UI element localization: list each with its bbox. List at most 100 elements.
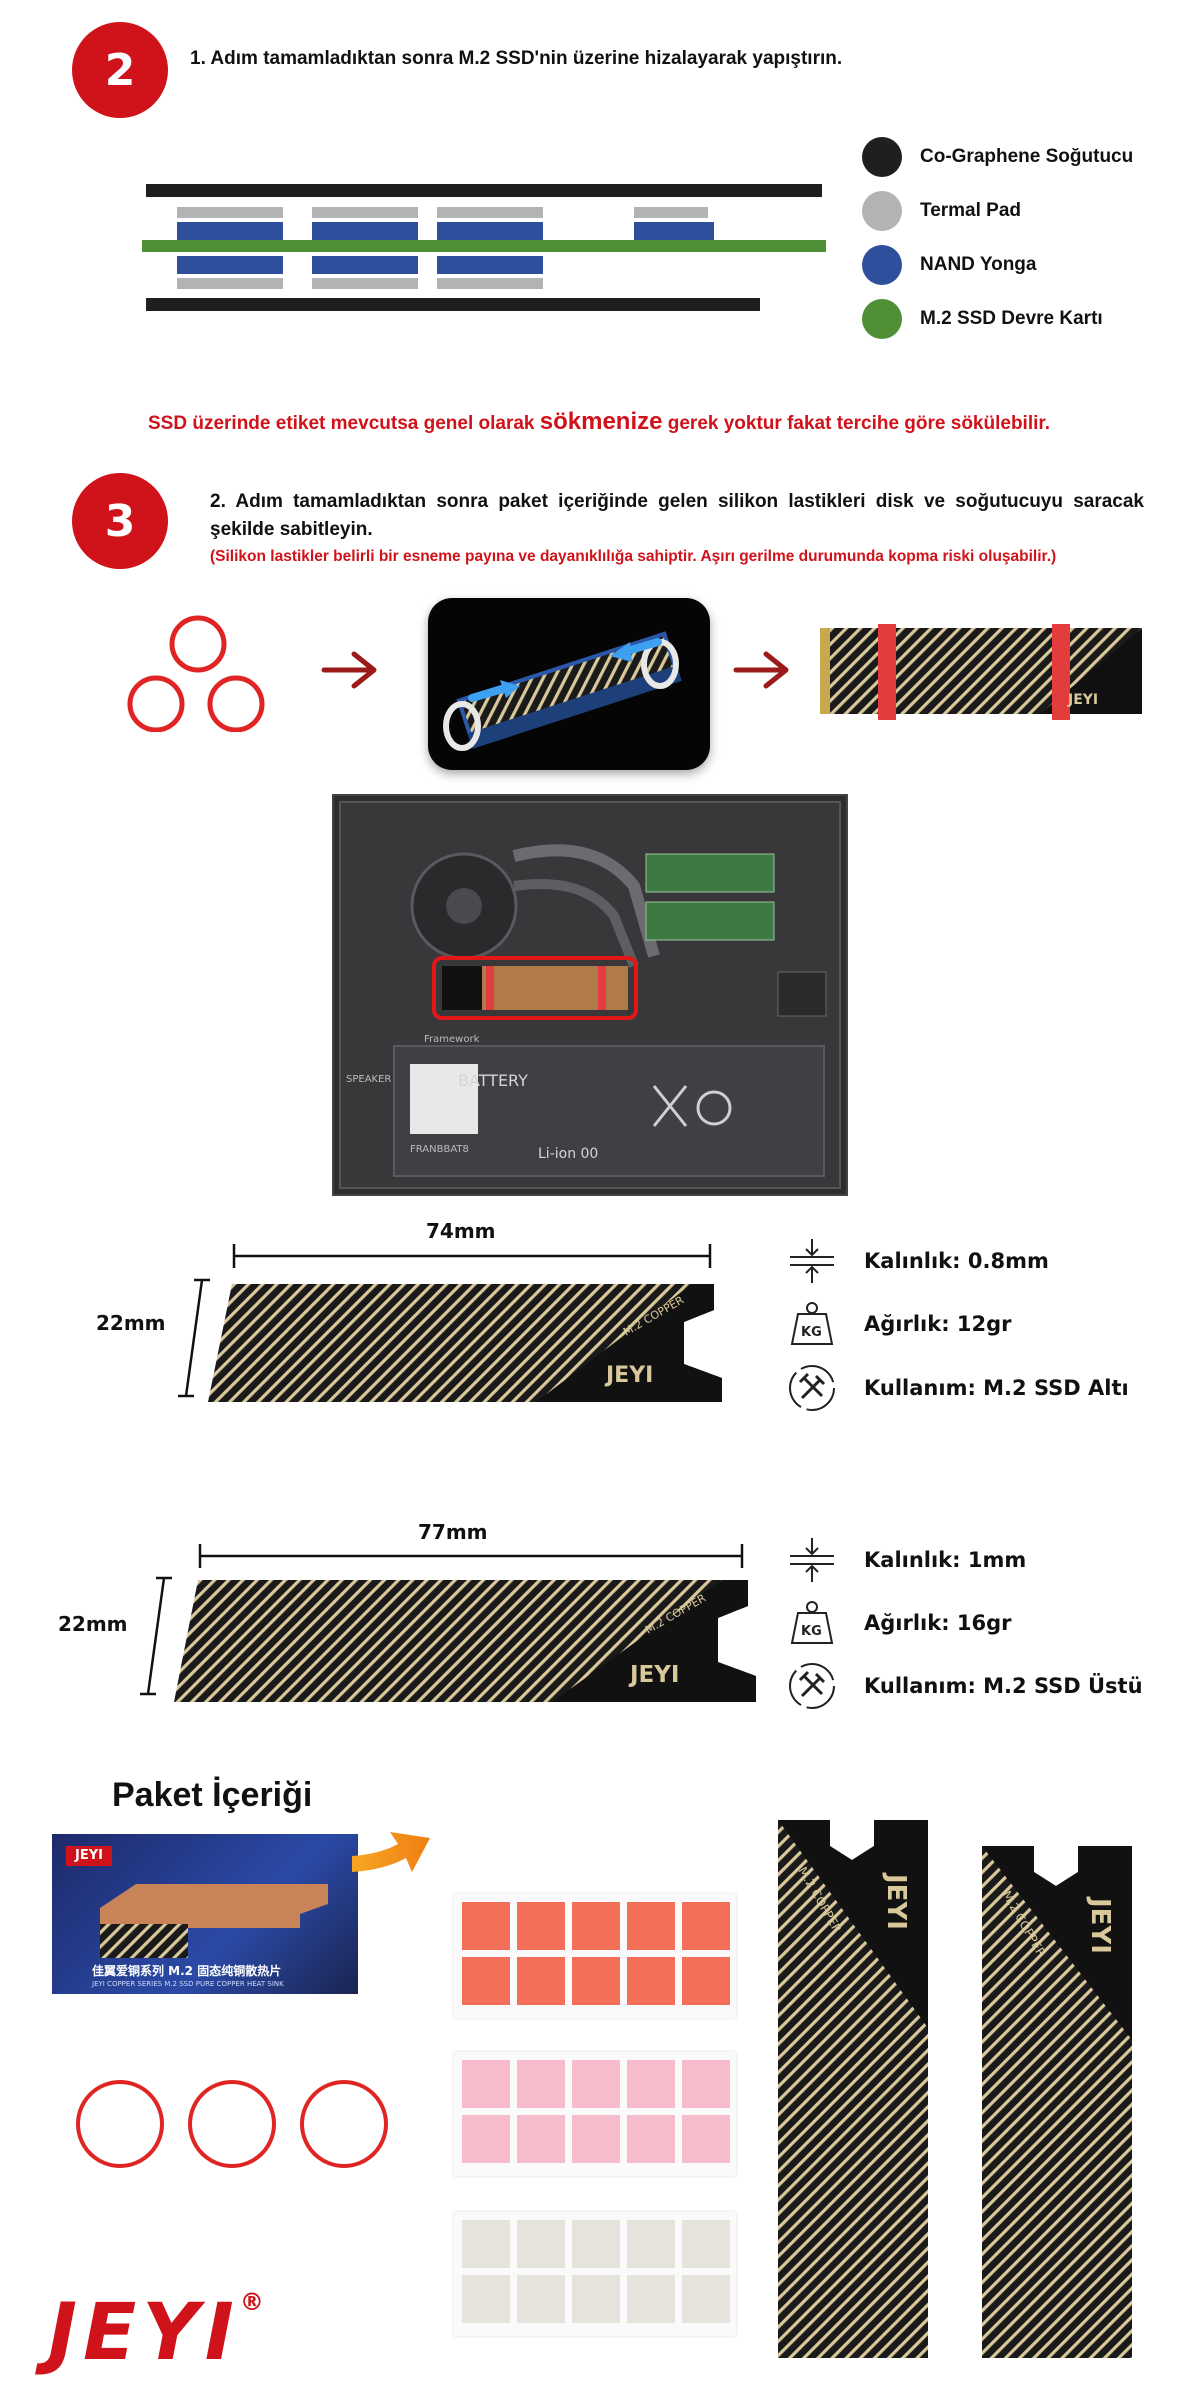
legend-label: NAND Yonga (920, 254, 1037, 275)
arrow-curved-icon (352, 1832, 430, 1872)
tools-icon (789, 1365, 835, 1411)
weight-unit: KG (801, 1624, 822, 1639)
laptop-speaker: SPEAKER (346, 1074, 391, 1085)
logo-text: JEYI (48, 2288, 240, 2378)
wrapped-ssd-image: JEYI (820, 624, 1146, 720)
spec-text: Ağırlık: 16gr (864, 1611, 1012, 1635)
heatsink-top-layer (146, 184, 822, 197)
thermal-pad (437, 278, 543, 289)
wrapped-ssd-brand: JEYI (1067, 692, 1098, 708)
nand-chip (177, 256, 283, 274)
box-brand: JEYI (66, 1846, 112, 1866)
weight-icon: KG (790, 1601, 834, 1644)
arrow-right-icon (733, 651, 789, 689)
dimension-width-small (232, 1244, 712, 1268)
nand-chip (437, 256, 543, 274)
thermal-pad-sheet-pink (454, 2052, 736, 2176)
box-line-1: 佳翼爱铜系列 M.2 固态纯铜散热片 (92, 1964, 282, 1978)
warning-text: SSD üzerinde etiket mevcutsa genel olara… (148, 413, 540, 434)
nand-chip (312, 222, 418, 240)
thermal-pad (177, 278, 283, 289)
thermal-pad (634, 207, 708, 218)
heatsink-large-brand: JEYI (628, 1662, 679, 1688)
ssd-circuit-board (142, 240, 826, 252)
legend-label: Co-Graphene Soğutucu (920, 146, 1134, 167)
spec-weight-small: KG Ağırlık: 12gr (786, 1298, 1012, 1350)
pad-grid (462, 1902, 730, 2005)
nand-chip (634, 222, 714, 240)
legend-item-co-graphene: Co-Graphene Soğutucu (862, 137, 1133, 177)
thermal-pad-sheet-orange (454, 1894, 736, 2018)
package-silicone-bands (76, 2080, 388, 2168)
tools-icon (789, 1663, 835, 1709)
width-label-large: 77mm (418, 1520, 488, 1544)
spec-thickness-small: Kalınlık: 0.8mm (786, 1235, 1049, 1287)
step-3-badge: 3 (72, 473, 168, 569)
warning-text: gerek yoktur fakat tercihe göre sökülebi… (662, 413, 1051, 434)
spec-thickness-large: Kalınlık: 1mm (786, 1534, 1026, 1586)
nand-chip (312, 256, 418, 274)
height-label-large: 22mm (58, 1612, 128, 1636)
thickness-icon (790, 1538, 834, 1582)
weight-unit: KG (801, 1325, 822, 1340)
step-3-instruction: 2. Adım tamamladıktan sonra paket içeriğ… (210, 491, 1144, 540)
step-3-note: (Silikon lastikler belirli bir esneme pa… (210, 548, 1057, 565)
heatsink-vertical-small: JEYI M.2 COPPER (982, 1846, 1132, 2358)
legend-item-thermal-pad: Termal Pad (862, 191, 1021, 231)
step-2-instruction: 1. Adım tamamladıktan sonra M.2 SSD'nin … (190, 48, 843, 69)
vertical-large-brand: JEYI (881, 1872, 911, 1930)
spec-text: Kalınlık: 0.8mm (864, 1249, 1049, 1273)
thermal-pad (312, 278, 418, 289)
arrow-right-icon (321, 651, 377, 689)
box-line-2: JEYI COPPER SERIES M.2 SSD PURE COPPER H… (92, 1980, 284, 1988)
warning-emphasis: sökmenize (539, 408, 663, 435)
spec-text: Ağırlık: 12gr (864, 1312, 1012, 1336)
legend-swatch (862, 137, 902, 177)
laptop-model: FRANBBAT8 (410, 1144, 469, 1155)
step-2-badge: 2 (72, 22, 168, 118)
dimension-height-large (140, 1576, 172, 1696)
thickness-icon (790, 1239, 834, 1283)
legend-item-nand: NAND Yonga (862, 245, 1036, 285)
thermal-pad (437, 207, 543, 218)
legend-swatch (862, 299, 902, 339)
pad-grid (462, 2220, 730, 2323)
dimension-height-small (178, 1278, 210, 1398)
weight-icon: KG (790, 1302, 834, 1345)
label-warning: SSD üzerinde etiket mevcutsa genel olara… (148, 408, 1051, 436)
spec-text: Kullanım: M.2 SSD Üstü (864, 1674, 1143, 1698)
spec-text: Kullanım: M.2 SSD Altı (864, 1376, 1129, 1400)
dimension-width-large (198, 1544, 744, 1568)
assembly-illustration (428, 598, 710, 770)
nand-chip (177, 222, 283, 240)
legend-label: Termal Pad (920, 200, 1022, 221)
box-heatsink-drawing (100, 1884, 328, 1958)
heatsink-small-brand: JEYI (604, 1363, 653, 1388)
width-label-small: 74mm (426, 1219, 496, 1243)
heatsink-large-image: JEYI M.2 COPPER (174, 1580, 756, 1702)
height-label-small: 22mm (96, 1311, 166, 1335)
laptop-interior-drawing: Framework BATTERY FRANBBAT8 Li-ion 00 SP… (339, 801, 841, 1189)
jeyi-logo: JEYI® (48, 2288, 270, 2378)
laptop-brand: Framework (424, 1034, 480, 1045)
heatsink-vertical-large: JEYI M.2 COPPER (778, 1820, 928, 2358)
legend-label: M.2 SSD Devre Kartı (920, 308, 1103, 329)
vertical-small-brand: JEYI (1085, 1896, 1115, 1954)
legend-swatch (862, 245, 902, 285)
silicone-bands-icon (127, 615, 265, 732)
registered-mark: ® (239, 2288, 270, 2316)
thermal-pad-sheet-gray (454, 2212, 736, 2336)
heatsink-bottom-layer (146, 298, 760, 311)
pad-grid (462, 2060, 730, 2163)
laptop-interior-photo: Framework BATTERY FRANBBAT8 Li-ion 00 SP… (332, 794, 848, 1196)
package-title: Paket İçeriği (112, 1776, 313, 1814)
laptop-li-ion: Li-ion 00 (538, 1146, 598, 1162)
spec-text: Kalınlık: 1mm (864, 1548, 1027, 1572)
spec-usage-large: Kullanım: M.2 SSD Üstü (786, 1660, 1143, 1712)
heatsink-small-image: JEYI M.2 COPPER (208, 1284, 722, 1402)
nand-chip (437, 222, 543, 240)
legend-swatch (862, 191, 902, 231)
thermal-pad (312, 207, 418, 218)
thermal-pad (177, 207, 283, 218)
spec-usage-small: Kullanım: M.2 SSD Altı (786, 1362, 1129, 1414)
